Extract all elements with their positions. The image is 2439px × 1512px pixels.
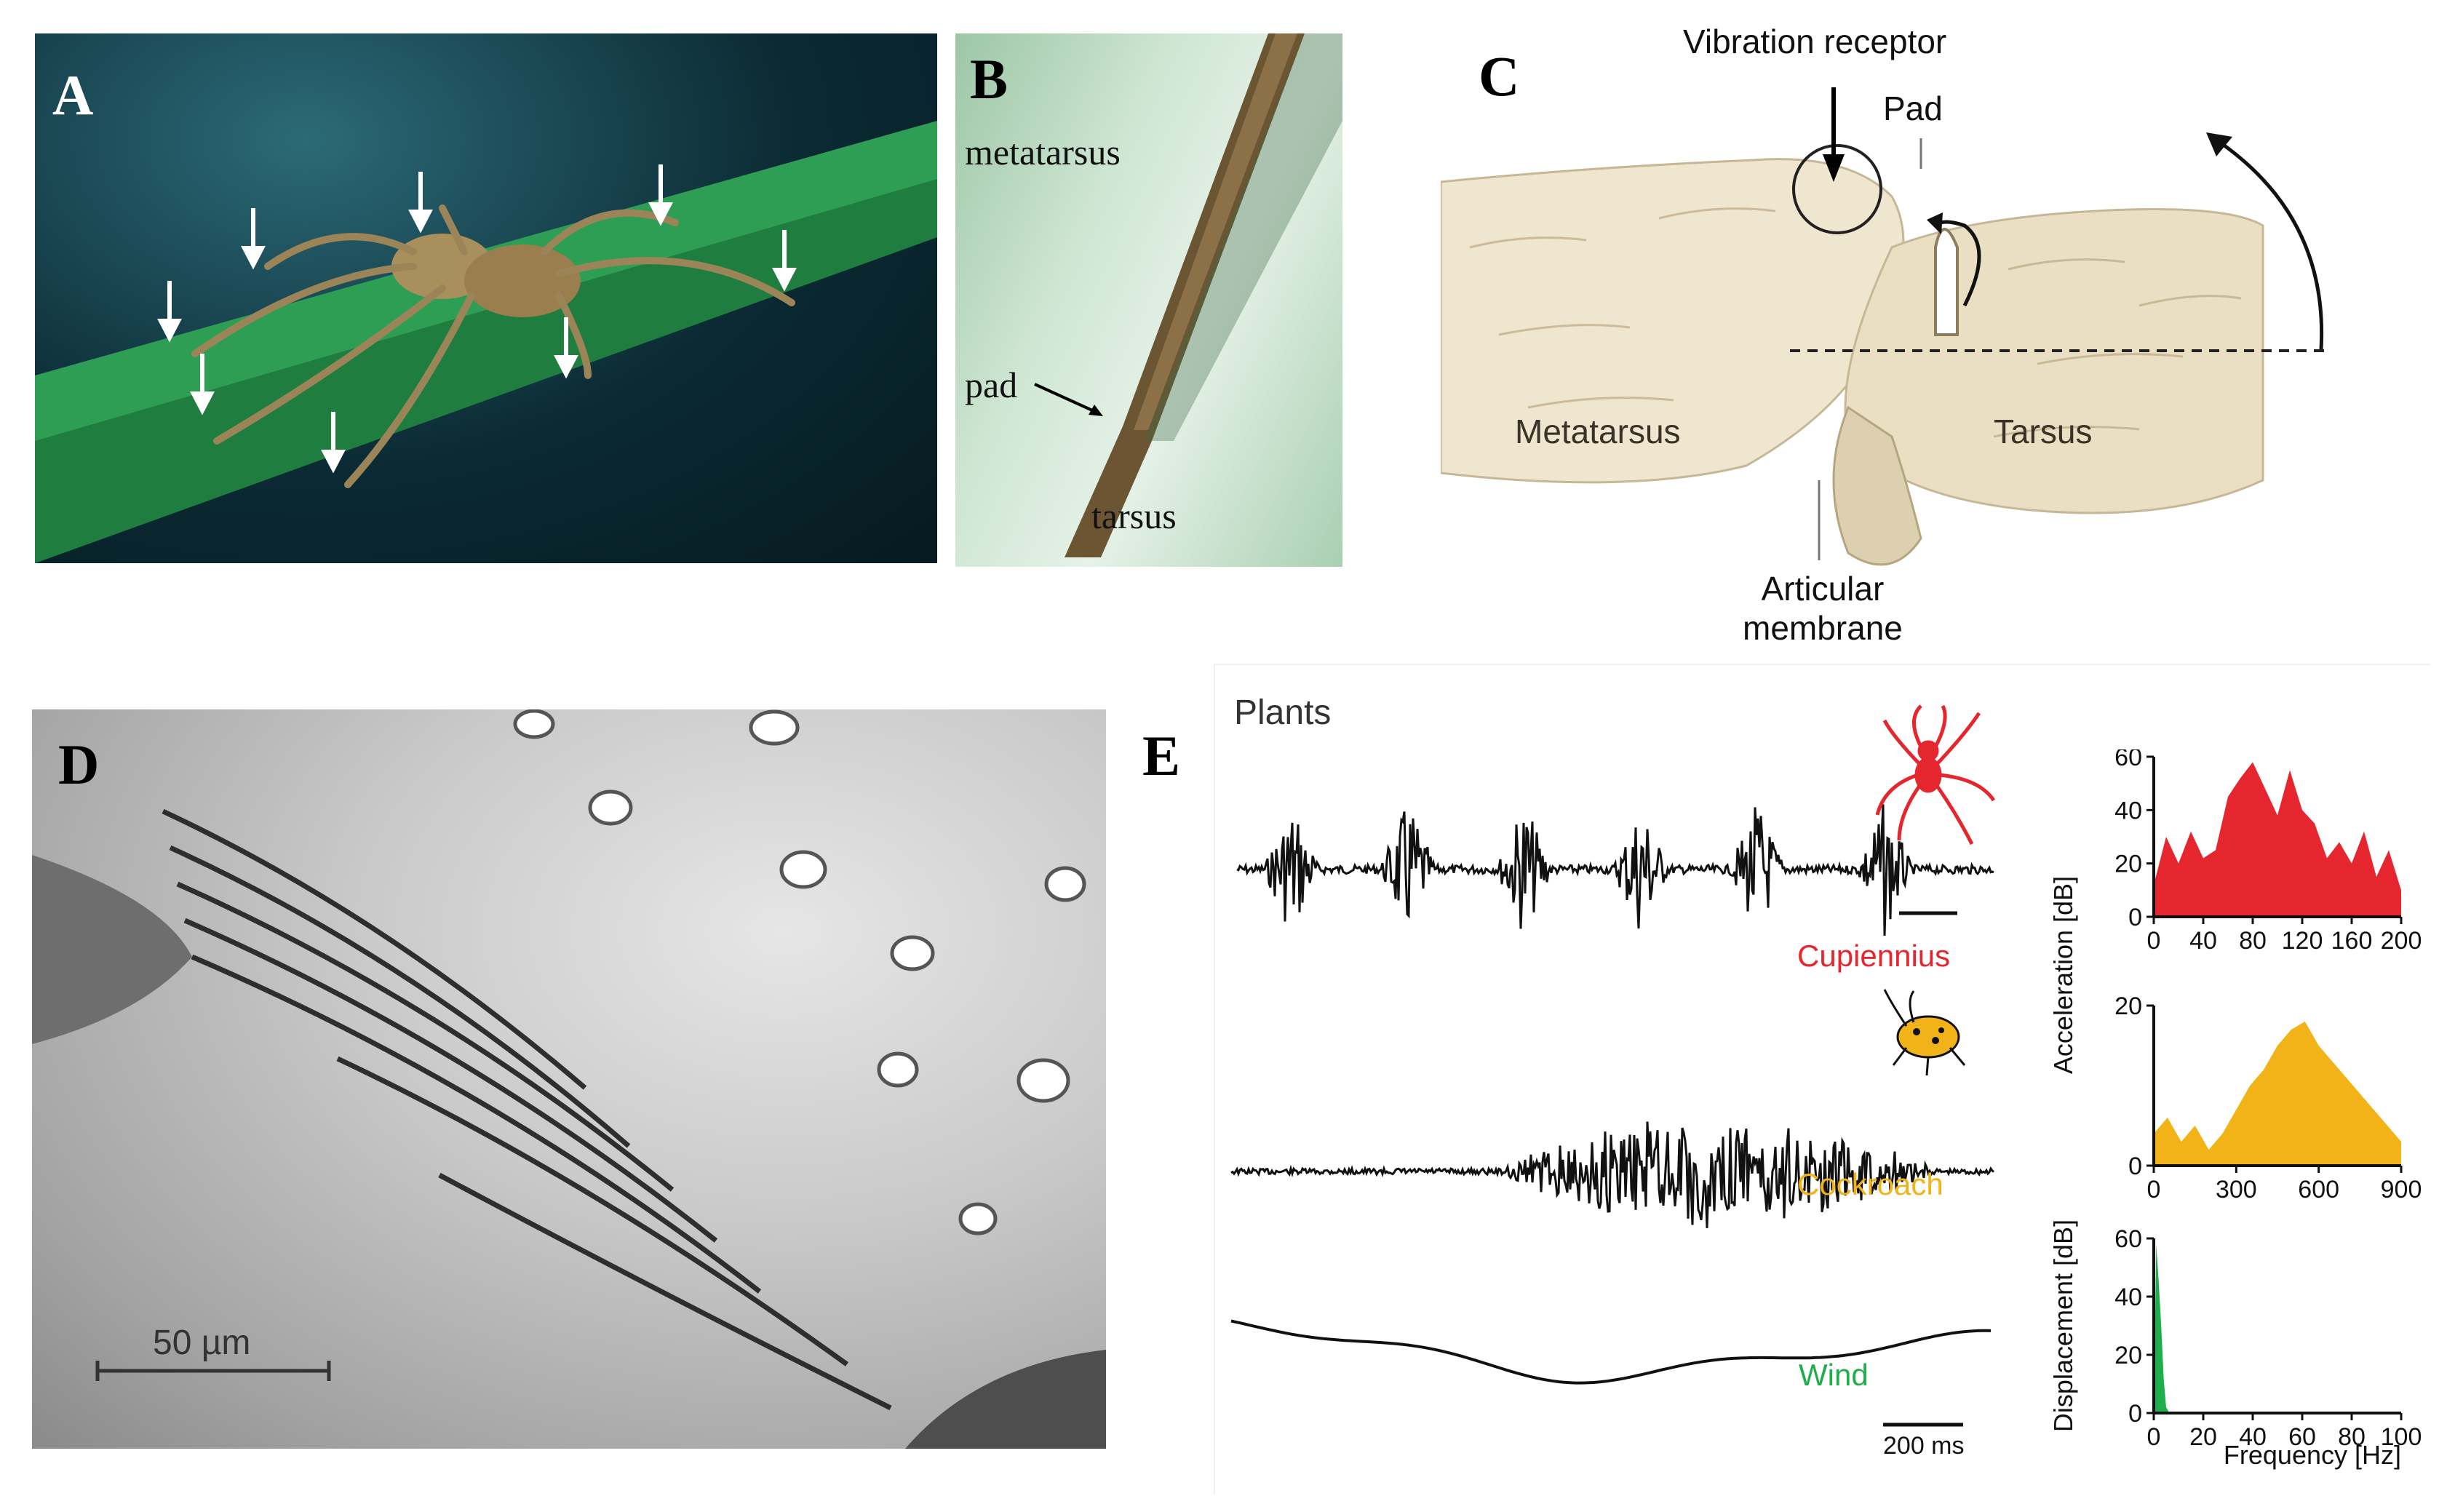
axis-label-acceleration: Acceleration [dB] [2048, 876, 2078, 1074]
axis-label-displacement: Displacement [dB] [2048, 1219, 2078, 1432]
trace-label-cockroach: Cockroach [1797, 1167, 1943, 1201]
label-pad-b: pad [965, 365, 1018, 405]
x-tick-label: 160 [2331, 927, 2373, 955]
trace-label-wind: Wind [1799, 1358, 1869, 1392]
y-tick-label: 60 [2114, 749, 2142, 771]
slit-sensilla-illustration [32, 709, 1106, 1449]
panel-label-c: C [1479, 44, 1520, 108]
panel-a-photo [35, 33, 937, 563]
panel-b-photo [955, 33, 1342, 567]
y-tick-label: 0 [2128, 1400, 2142, 1428]
panel-label-e: E [1142, 724, 1181, 787]
x-tick-label: 0 [2147, 1423, 2161, 1451]
x-tick-label: 20 [2189, 1423, 2217, 1451]
cockroach-icon [1883, 989, 1966, 1076]
trace-label-cupiennius: Cupiennius [1797, 939, 1951, 973]
y-tick-label: 40 [2114, 797, 2142, 824]
label-articular-line1: Articular [1761, 570, 1885, 608]
x-tick-label: 200 [2381, 927, 2422, 955]
label-articular-line2: membrane [1743, 609, 1903, 647]
spectrum-area-wind [2154, 1244, 2401, 1413]
leg-closeup-illustration [1065, 33, 1342, 557]
x-tick-label: 600 [2298, 1176, 2339, 1203]
panel-d-sem-image [32, 709, 1106, 1449]
label-articular-membrane: Articular membrane [1743, 569, 1903, 648]
label-pad-c: Pad [1883, 89, 1943, 127]
time-scale-label: 200 ms [1883, 1432, 1965, 1460]
x-tick-label: 900 [2381, 1176, 2422, 1203]
x-tick-label: 60 [2288, 1423, 2316, 1451]
spectrum-area-cockroach [2154, 1022, 2401, 1166]
label-metatarsus-b: metatarsus [965, 132, 1121, 172]
panel-label-a: A [52, 63, 94, 127]
spectrum-area-cupiennius [2154, 762, 2401, 917]
x-tick-label: 300 [2216, 1176, 2257, 1203]
trace-wind [1230, 1319, 1992, 1385]
y-tick-label: 20 [2114, 851, 2142, 878]
scale-bar [95, 1361, 331, 1381]
x-tick-label: 80 [2338, 1423, 2366, 1451]
x-tick-label: 100 [2381, 1423, 2422, 1451]
trace-cupiennius [1236, 804, 1994, 936]
y-tick-label: 0 [2128, 904, 2142, 931]
label-vibration-receptor: Vibration receptor [1683, 23, 1947, 60]
x-tick-label: 40 [2189, 927, 2217, 955]
panel-e-frame [1214, 664, 2430, 1495]
axis-label-frequency: Frequency [Hz] [2224, 1440, 2401, 1470]
y-tick-label: 60 [2114, 1225, 2142, 1253]
panel-label-b: B [970, 47, 1008, 111]
trace-cockroach [1230, 1121, 1994, 1228]
spider-icon [1875, 704, 1996, 845]
pad-pointer-arrow [1034, 383, 1103, 416]
y-tick-label: 20 [2114, 1342, 2142, 1369]
joint-diagram [1441, 87, 2328, 566]
label-tarsus-b: tarsus [1091, 496, 1177, 536]
panel-label-d: D [58, 733, 100, 796]
scale-bar-label: 50 µm [153, 1324, 251, 1362]
y-tick-label: 40 [2114, 1284, 2142, 1311]
label-metatarsus-c: Metatarsus [1515, 413, 1681, 450]
x-tick-label: 0 [2147, 1176, 2161, 1203]
vibration-traces [1230, 704, 1996, 1427]
label-tarsus-c: Tarsus [1994, 413, 2093, 450]
y-tick-label: 20 [2114, 992, 2142, 1020]
x-tick-label: 40 [2239, 1423, 2267, 1451]
spider-on-leaf-illustration [35, 121, 937, 563]
x-tick-label: 120 [2282, 927, 2323, 955]
x-tick-label: 0 [2147, 927, 2161, 955]
y-tick-label: 0 [2128, 1153, 2142, 1180]
x-tick-label: 80 [2239, 927, 2267, 955]
panel-e-title: Plants [1234, 693, 1332, 732]
